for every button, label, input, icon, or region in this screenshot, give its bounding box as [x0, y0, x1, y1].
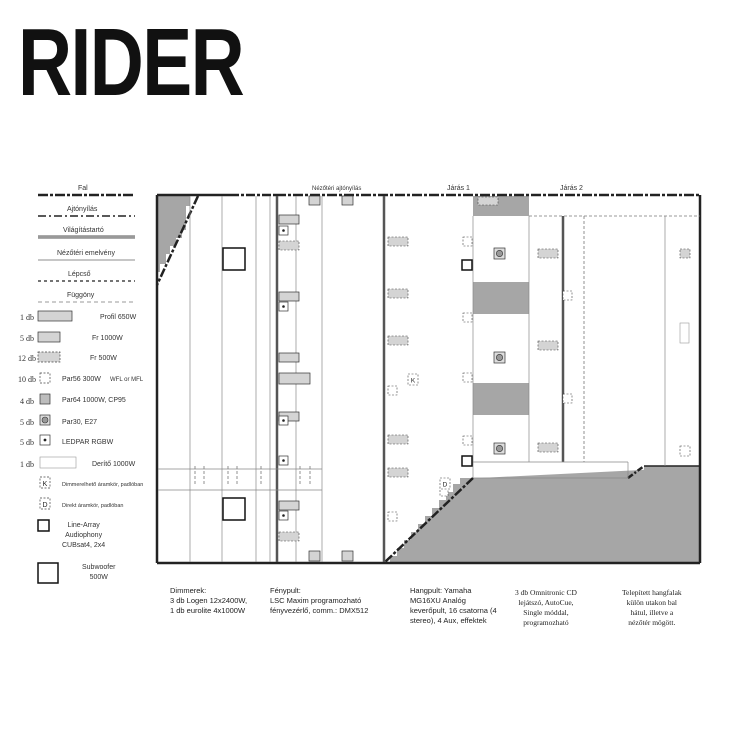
legend-line-array-label: Line-Array Audiophony CUBsat4, 2x4	[62, 522, 106, 549]
par64-icon	[39, 393, 51, 405]
legend-count-3: 12 db	[18, 354, 36, 363]
dimmer-circuit-marker: K	[407, 373, 419, 386]
legend-item-label-9: Dimmerelhető áramkör, padlóban	[62, 482, 144, 488]
line-array-icon	[37, 519, 50, 532]
legend-item-label-7: LEDPAR RGBW	[62, 439, 114, 446]
note-speakers: Telepített hangfalak külön utakon bal há…	[622, 588, 682, 627]
plan-trusses	[275, 196, 565, 562]
line-array-top	[461, 259, 473, 271]
subwoofer-top	[222, 247, 246, 271]
legend-count-6: 5 db	[20, 418, 34, 427]
subwoofer-bottom	[222, 497, 246, 521]
direct-circuit-marker: D	[439, 477, 451, 490]
aisle-2-label: Járás 2	[560, 185, 583, 192]
fresnel-1000w-fixtures	[278, 195, 354, 562]
note-dimmers: Dimmerek: 3 db Logen 12x2400W, 1 db euro…	[170, 586, 248, 615]
legend-count-2: 5 db	[20, 334, 34, 343]
legend-item-label-1: Profil 650W	[100, 314, 137, 321]
par56-icon	[39, 372, 51, 384]
legend-count-1: 1 db	[20, 313, 34, 322]
legend-subwoofer-label: Subwoofer 500W	[82, 564, 116, 581]
legend-item-label-2: Fr 1000W	[92, 335, 123, 342]
par30-fixtures	[493, 247, 506, 455]
legend-riser-label: Nézőtéri emelvény	[57, 250, 115, 257]
fresnel-500w-icon	[37, 351, 61, 363]
legend-line-samples	[38, 193, 135, 303]
floodlight-icon	[39, 456, 77, 469]
svg-text:K: K	[43, 481, 48, 488]
dimmer-circuit-symbol: K	[411, 378, 416, 385]
legend-truss-label: Világítástartó	[63, 227, 104, 234]
profile-650w-fixture	[278, 372, 311, 385]
note-cd-players: 3 db Omnitronic CD lejátszó, AutoCue, Si…	[515, 588, 577, 627]
legend-wall-label: Fal	[78, 185, 88, 192]
legend-count-8: 1 db	[20, 460, 34, 469]
plan-walls	[155, 193, 702, 565]
ledpar-dots	[282, 229, 285, 517]
legend-item-label-8: Derítő 1000W	[92, 461, 136, 468]
legend-count-7: 5 db	[20, 438, 34, 447]
note-mixer: Hangpult: Yamaha MG16XU Analóg keverőpul…	[410, 586, 497, 625]
plan-curtains	[194, 215, 700, 484]
legend-count-5: 4 db	[20, 397, 34, 406]
floodlight-fixture	[679, 322, 690, 344]
legend-item-label-10: Direkt áramkör, padlóban	[62, 503, 124, 509]
legend-curtain-label: Függöny	[67, 292, 95, 299]
door-label: Nézőtéri ajtónyílás	[312, 186, 362, 192]
legend-item-extra-4: WFL or MFL	[110, 377, 144, 383]
direct-circuit-symbol: D	[443, 482, 448, 489]
legend-door-label: Ajtónyílás	[67, 206, 98, 213]
profile-650w-icon	[37, 310, 73, 322]
direct-circuit-icon: D	[39, 497, 51, 510]
aisle-1-label: Járás 1	[447, 185, 470, 192]
legend-stairs-label: Lépcső	[68, 271, 91, 278]
legend-item-label-4: Par56 300W	[62, 376, 101, 383]
svg-text:D: D	[42, 502, 47, 509]
legend-item-label-3: Fr 500W	[90, 355, 117, 362]
legend-item-label-5: Par64 1000W, CP95	[62, 397, 126, 404]
fresnel-500w-fixtures	[278, 196, 691, 542]
note-lighting-console: Fénypult: LSC Maxim programozható fényve…	[270, 586, 369, 615]
par30-icon	[39, 414, 51, 426]
legend-count-4: 10 db	[18, 375, 36, 384]
ledpar-icon	[39, 434, 51, 446]
plan-fills	[158, 196, 700, 562]
line-array-bottom	[461, 455, 473, 467]
legend-item-label-6: Par30, E27	[62, 419, 98, 426]
dimmer-circuit-icon: K	[39, 476, 51, 489]
subwoofer-icon	[37, 562, 59, 584]
page-title: RIDER	[18, 9, 245, 116]
fresnel-1000w-icon	[37, 331, 61, 343]
